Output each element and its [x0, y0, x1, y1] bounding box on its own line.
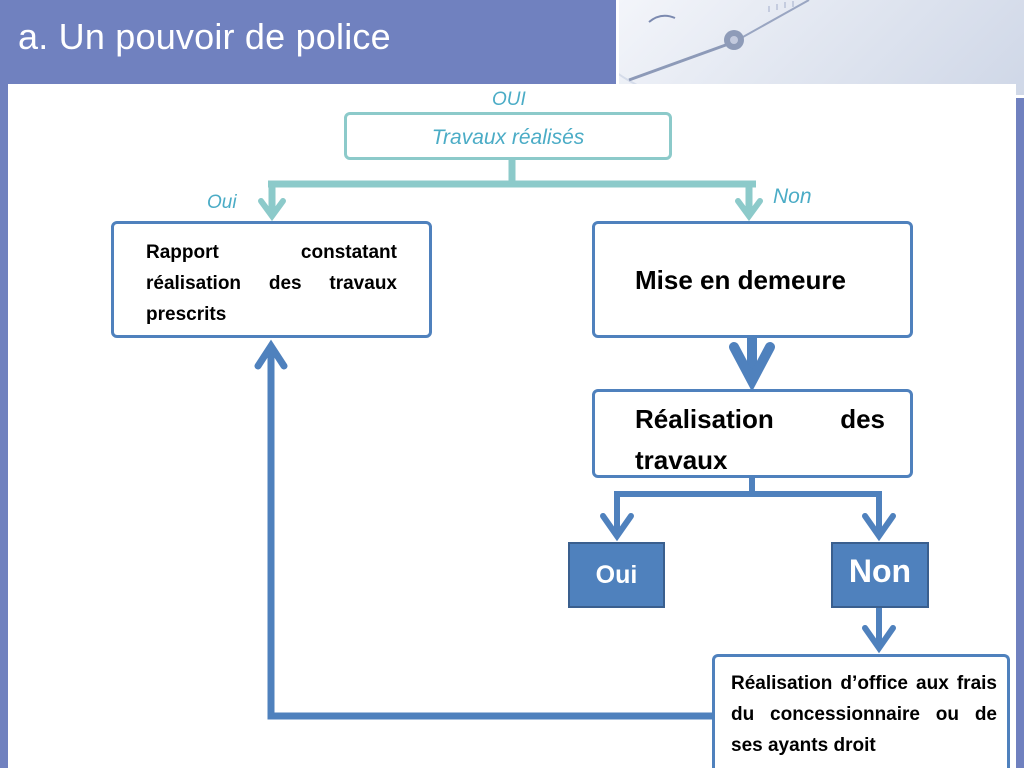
arrow-to-report-icon [258, 198, 286, 222]
top-label: OUI [492, 89, 526, 110]
arrow-to-no-icon [862, 513, 896, 542]
report-box [111, 221, 432, 338]
result-no-box: Non [831, 542, 929, 608]
notice-text: Mise en demeure [635, 265, 846, 295]
slide-title: a. Un pouvoir de police [18, 16, 391, 57]
clock-image [616, 0, 1024, 98]
title-bar: a. Un pouvoir de police [0, 0, 614, 82]
arrow-to-yes-icon [600, 513, 634, 542]
works-box [592, 389, 913, 478]
arrow-to-works-icon [729, 342, 775, 392]
works-text: Réalisation des travaux [635, 404, 885, 475]
result-no-text: Non [848, 552, 912, 589]
branch-no-label: Non [773, 185, 812, 208]
office-box [712, 654, 1010, 768]
clock-icon [619, 0, 810, 95]
arrow-to-office-icon [862, 625, 896, 654]
result-yes-box: Oui [568, 542, 665, 608]
branch-yes-label: Oui [207, 192, 237, 213]
works-done-box: Travaux réalisés [344, 112, 672, 160]
right-border [1016, 98, 1024, 768]
works-done-text: Travaux réalisés [431, 126, 585, 149]
notice-box [592, 221, 913, 338]
arrow-to-notice-icon [735, 198, 763, 222]
arrow-back-to-report-icon [254, 339, 288, 370]
result-yes-text: Oui [595, 560, 638, 589]
report-text: Rapport constatant réalisation des trava… [146, 242, 397, 325]
office-text: Réalisation d’office aux frais du conces… [731, 673, 997, 756]
